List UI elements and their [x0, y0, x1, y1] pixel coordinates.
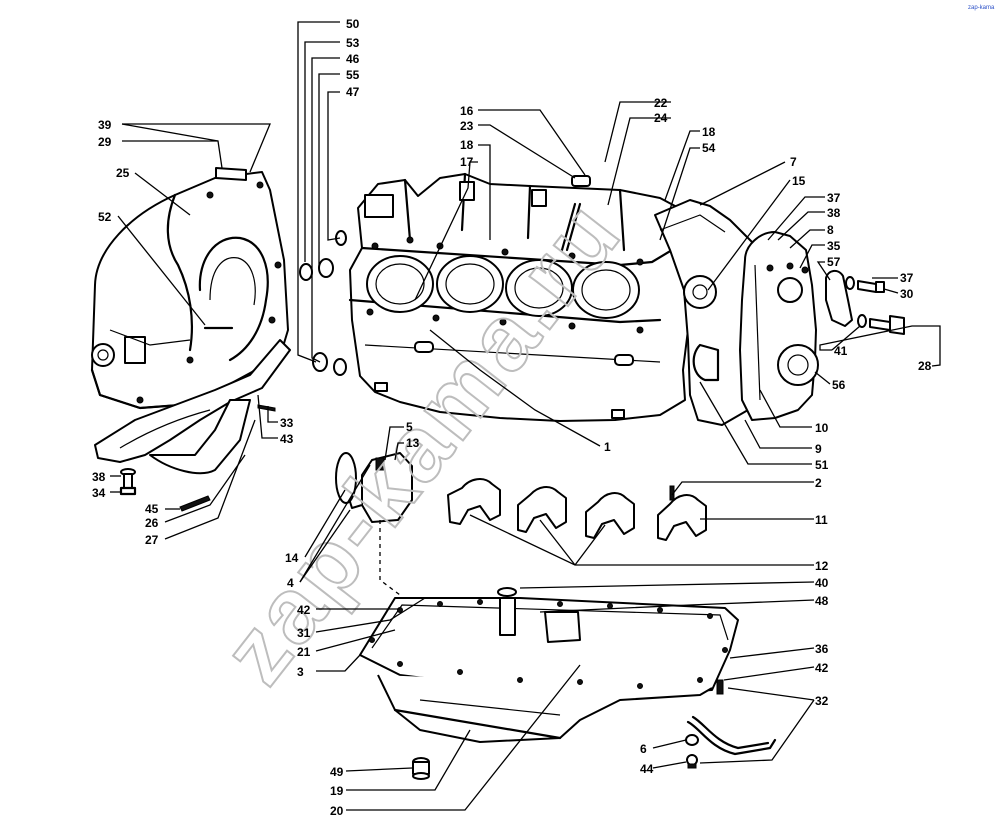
label-13: 13 — [406, 436, 420, 450]
corner-mark: zap-kama — [968, 5, 995, 11]
label-12: 12 — [815, 559, 829, 573]
label-6: 6 — [640, 742, 647, 756]
label-4: 4 — [287, 576, 294, 590]
label-44: 44 — [640, 762, 654, 776]
label-43: 43 — [280, 432, 294, 446]
label-2: 2 — [815, 476, 822, 490]
label-17: 17 — [460, 155, 474, 169]
label-7: 7 — [790, 155, 797, 169]
label-42b: 42 — [815, 661, 829, 675]
label-18a: 18 — [460, 138, 474, 152]
label-1: 1 — [604, 440, 611, 454]
label-19: 19 — [330, 784, 344, 798]
label-24: 24 — [654, 111, 668, 125]
label-8: 8 — [827, 223, 834, 237]
label-33: 33 — [280, 416, 294, 430]
gasket-holes — [369, 599, 728, 689]
label-25: 25 — [116, 166, 130, 180]
label-40: 40 — [815, 576, 829, 590]
flywheel-housing — [90, 167, 289, 410]
label-5: 5 — [406, 420, 413, 434]
label-37b: 37 — [900, 271, 914, 285]
label-22: 22 — [654, 96, 668, 110]
label-35: 35 — [827, 239, 841, 253]
label-21: 21 — [297, 645, 311, 659]
label-9: 9 — [815, 442, 822, 456]
label-53: 53 — [346, 36, 360, 50]
bearing-caps — [335, 452, 707, 541]
label-31: 31 — [297, 626, 311, 640]
seal-plugs — [299, 230, 347, 376]
label-38a: 38 — [827, 206, 841, 220]
label-51: 51 — [815, 458, 829, 472]
cylinder-block — [348, 172, 701, 422]
label-10: 10 — [815, 421, 829, 435]
label-32: 32 — [815, 694, 829, 708]
label-57: 57 — [827, 255, 841, 269]
label-38b: 38 — [92, 470, 106, 484]
label-47: 47 — [346, 85, 360, 99]
label-18b: 18 — [702, 125, 716, 139]
label-52: 52 — [98, 210, 112, 224]
stud-45 — [179, 495, 211, 512]
bolt-38-34 — [119, 468, 137, 496]
label-29: 29 — [98, 135, 112, 149]
oil-pan — [359, 587, 739, 743]
label-30: 30 — [900, 287, 914, 301]
label-37a: 37 — [827, 191, 841, 205]
label-27: 27 — [145, 533, 159, 547]
label-20: 20 — [330, 804, 344, 818]
drain-plug-49 — [412, 757, 430, 780]
label-3: 3 — [297, 665, 304, 679]
label-54: 54 — [702, 141, 716, 155]
label-11: 11 — [815, 513, 828, 527]
bracket-57 — [825, 270, 905, 335]
label-34: 34 — [92, 486, 106, 500]
label-26: 26 — [145, 516, 159, 530]
dipstick-tube — [685, 679, 777, 769]
label-15: 15 — [792, 174, 806, 188]
label-46: 46 — [346, 52, 360, 66]
label-39: 39 — [98, 118, 112, 132]
label-48: 48 — [815, 594, 829, 608]
label-23: 23 — [460, 119, 474, 133]
label-45: 45 — [145, 502, 159, 516]
label-56: 56 — [832, 378, 846, 392]
housing-cover-plate — [94, 339, 291, 475]
label-49: 49 — [330, 765, 344, 779]
label-28: 28 — [918, 359, 932, 373]
label-50: 50 — [346, 17, 360, 31]
label-14: 14 — [285, 551, 299, 565]
part-labels: 50 53 46 55 47 39 29 25 52 16 23 18 17 2… — [92, 17, 932, 818]
label-42a: 42 — [297, 603, 311, 617]
label-16: 16 — [460, 104, 474, 118]
front-cover — [739, 231, 819, 421]
label-36: 36 — [815, 642, 829, 656]
label-55: 55 — [346, 68, 360, 82]
leader-lines — [110, 21, 941, 811]
label-41: 41 — [834, 344, 848, 358]
